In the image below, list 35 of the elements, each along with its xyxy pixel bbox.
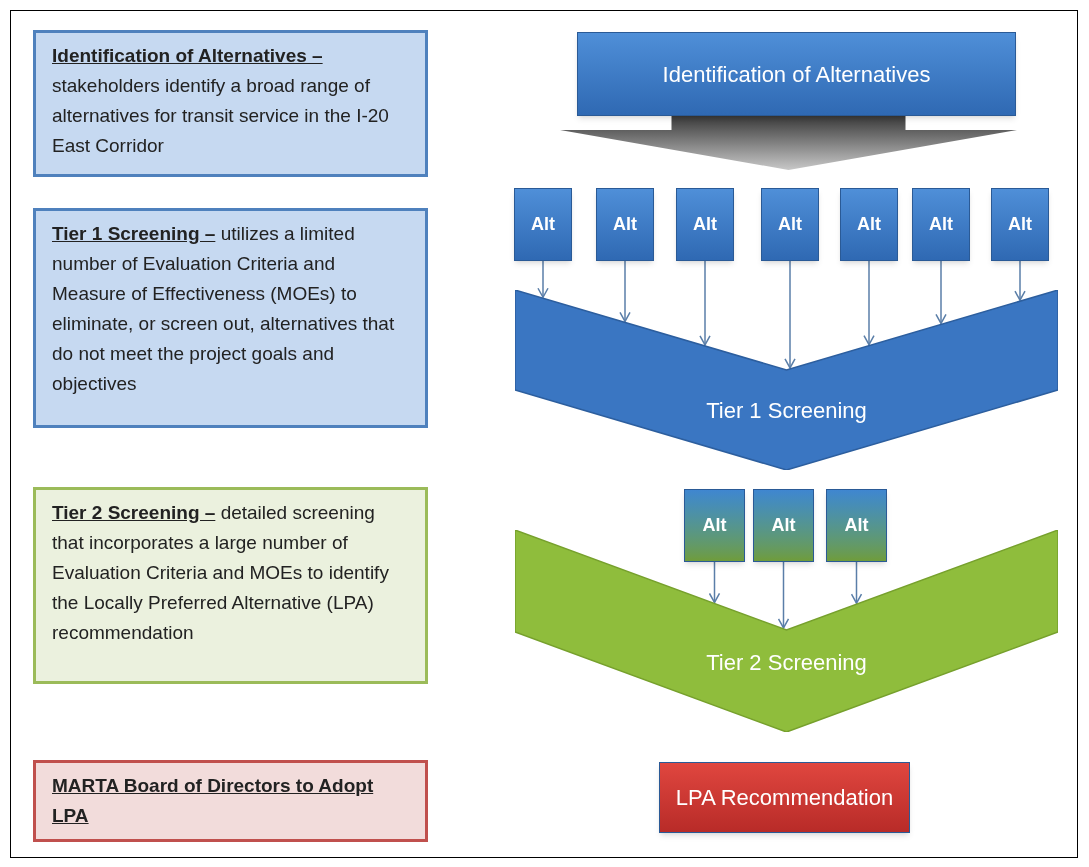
stage-label: Tier 1 Screening — [706, 398, 867, 423]
arrow — [1014, 260, 1026, 301]
description-box — [33, 760, 428, 842]
arrow — [699, 260, 711, 346]
arrow — [784, 260, 796, 369]
alternative-box: Alt — [912, 188, 970, 261]
screening-chevron — [515, 290, 1058, 470]
arrow — [777, 561, 790, 629]
alternative-box: Alt — [991, 188, 1049, 261]
description-text: Tier 1 Screening – utilizes a limited number of Evaluation Criteria and Measure of Effectiveness (MOEs) to eliminate, or screen out, alternatives that do not meet the project goals and objectives — [52, 222, 396, 396]
description-text: MARTA Board of Directors to Adopt LPA — [52, 774, 375, 828]
arrow — [619, 260, 631, 323]
alternative-box: Alt — [596, 188, 654, 261]
description-box — [33, 30, 428, 177]
alternative-box: Alt — [840, 188, 898, 261]
funnel-arrow — [560, 116, 1017, 170]
arrow — [863, 260, 875, 346]
alternative-box: Alt — [826, 489, 887, 562]
description-text: Identification of Alternatives – stakeholders identify a broad range of alternatives for transit service in the I-20 East Corridor — [52, 44, 390, 158]
arrow — [850, 561, 863, 604]
arrow — [708, 561, 721, 604]
alternative-box: Alt — [514, 188, 572, 261]
stage-label: Tier 2 Screening — [706, 650, 867, 675]
alternative-box: Alt — [753, 489, 814, 562]
arrow — [935, 260, 947, 325]
description-box — [33, 487, 428, 684]
stage-box: LPA Recommendation — [659, 762, 910, 833]
description-text: Tier 2 Screening – detailed screening that incorporates a large number of Evaluation Criteria and MOEs to identify the Locally Preferred Alternative (LPA) recommendation — [52, 501, 390, 645]
alternative-box: Alt — [684, 489, 745, 562]
stage-box: Identification of Alternatives — [577, 32, 1016, 116]
description-box — [33, 208, 428, 428]
alternative-box: Alt — [676, 188, 734, 261]
alternative-box: Alt — [761, 188, 819, 261]
arrow — [537, 260, 549, 298]
screening-chevron — [515, 530, 1058, 732]
